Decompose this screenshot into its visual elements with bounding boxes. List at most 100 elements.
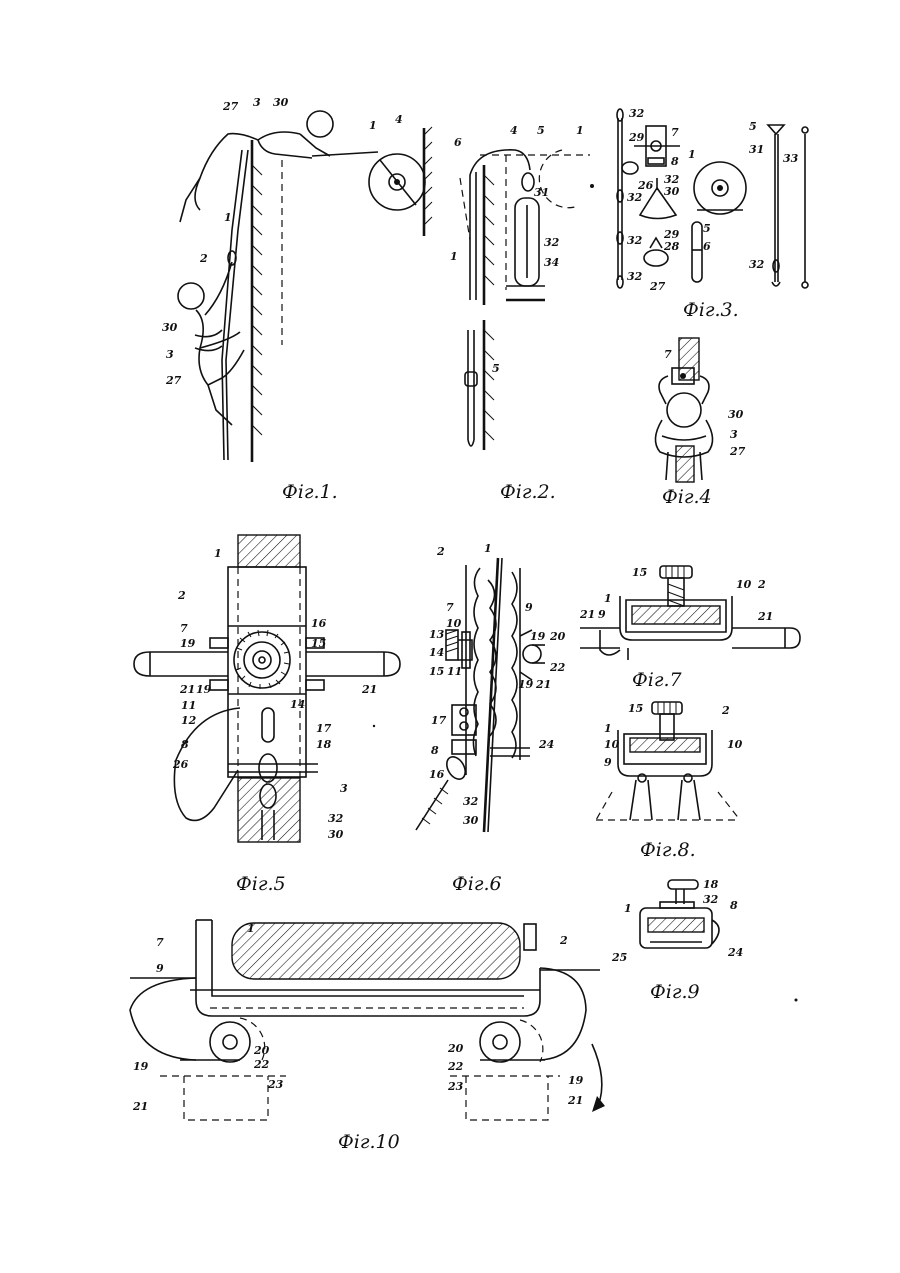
label: 8 bbox=[671, 155, 679, 168]
label: 6 bbox=[703, 240, 711, 253]
figure-4-caption: Фіг.4 bbox=[662, 486, 712, 508]
label: 30 bbox=[664, 185, 680, 198]
label: 27 bbox=[729, 445, 746, 458]
label: 30 bbox=[273, 96, 289, 109]
figure-4-labels: 7 30 3 27 Фіг.4 bbox=[662, 348, 746, 508]
label: 8 bbox=[730, 899, 738, 912]
figure-1-climbers-on-wall bbox=[178, 111, 432, 462]
label: 17 bbox=[316, 722, 332, 735]
label: 19 bbox=[180, 637, 196, 650]
label: 21 bbox=[579, 608, 595, 621]
label: 2 bbox=[559, 934, 568, 947]
label: 12 bbox=[181, 714, 197, 727]
label: 26 bbox=[172, 758, 189, 771]
figure-1-labels: 27 3 30 1 4 1 2 30 3 27 Фіг.1. bbox=[162, 96, 403, 503]
label: 7 bbox=[446, 601, 454, 614]
label: 16 bbox=[311, 617, 327, 630]
label: 23 bbox=[447, 1080, 464, 1093]
figure-9-labels: 18 32 8 1 25 24 Фіг.9 bbox=[611, 878, 743, 1003]
label: 25 bbox=[611, 951, 627, 964]
figure-6-clamp-side-section bbox=[416, 558, 545, 832]
label: 32 bbox=[703, 893, 719, 906]
label: 5 bbox=[537, 124, 545, 137]
label: 30 bbox=[328, 828, 344, 841]
figure-8-caption: Фіг.8. bbox=[640, 839, 696, 861]
figure-1-caption: Фіг.1. bbox=[282, 481, 338, 503]
label: 32 bbox=[544, 236, 560, 249]
label: 27 bbox=[222, 100, 239, 113]
label: 32 bbox=[463, 795, 479, 808]
label: 32 bbox=[627, 234, 643, 247]
label: 20 bbox=[253, 1044, 270, 1057]
label: 21 bbox=[132, 1100, 148, 1113]
label: 22 bbox=[253, 1058, 270, 1071]
label: 18 bbox=[703, 878, 719, 891]
label: 1 bbox=[224, 211, 232, 224]
label: 1 bbox=[247, 922, 255, 935]
label: 32 bbox=[328, 812, 344, 825]
label: 21 bbox=[179, 683, 195, 696]
label: 3 bbox=[166, 348, 174, 361]
label: 3 bbox=[730, 428, 738, 441]
label: 10 bbox=[727, 738, 743, 751]
label: 7 bbox=[671, 126, 679, 139]
label: 1 bbox=[604, 592, 612, 605]
label: 7 bbox=[664, 348, 672, 361]
label: 32 bbox=[627, 191, 643, 204]
figure-3-labels: 32 29 7 8 32 26 30 32 29 28 27 32 1 5 6 … bbox=[627, 107, 799, 321]
label: 32 bbox=[629, 107, 645, 120]
label: 19 bbox=[196, 683, 212, 696]
label: 1 bbox=[450, 250, 458, 263]
label: 19 bbox=[518, 678, 534, 691]
label: 27 bbox=[649, 280, 666, 293]
label: 10 bbox=[446, 617, 462, 630]
label: 34 bbox=[544, 256, 559, 269]
label: 1 bbox=[214, 547, 222, 560]
label: 15 bbox=[429, 665, 444, 678]
label: 19 bbox=[133, 1060, 149, 1073]
label: 20 bbox=[549, 630, 566, 643]
label: 21 bbox=[757, 610, 773, 623]
speck bbox=[373, 725, 375, 727]
label: 28 bbox=[663, 240, 680, 253]
label: 20 bbox=[447, 1042, 464, 1055]
figure-10-caption: Фіг.10 bbox=[338, 1131, 400, 1153]
label: 9 bbox=[598, 608, 606, 621]
figure-7-caption: Фіг.7 bbox=[632, 669, 682, 691]
label: 7 bbox=[156, 936, 164, 949]
label: 30 bbox=[162, 321, 178, 334]
label: 10 bbox=[604, 738, 620, 751]
label: 9 bbox=[604, 756, 612, 769]
label: 1 bbox=[688, 148, 696, 161]
figure-5-caption: Фіг.5 bbox=[236, 873, 286, 895]
label: 3 bbox=[253, 96, 261, 109]
label: 32 bbox=[749, 258, 765, 271]
figure-2-rope-section bbox=[460, 150, 594, 450]
label: 24 bbox=[727, 946, 743, 959]
label: 11 bbox=[447, 665, 462, 678]
label: 31 bbox=[749, 143, 764, 156]
label: 23 bbox=[267, 1078, 284, 1091]
label: 21 bbox=[567, 1094, 583, 1107]
label: 15 bbox=[311, 637, 326, 650]
label: 21 bbox=[361, 683, 377, 696]
label: 24 bbox=[538, 738, 554, 751]
label: 5 bbox=[749, 120, 757, 133]
label: 1 bbox=[576, 124, 584, 137]
label: 30 bbox=[728, 408, 744, 421]
label: 10 bbox=[736, 578, 752, 591]
label: 30 bbox=[463, 814, 479, 827]
label: 2 bbox=[436, 545, 445, 558]
figure-3-caption: Фіг.3. bbox=[683, 299, 739, 321]
label: 32 bbox=[627, 270, 643, 283]
label: 1 bbox=[369, 119, 377, 132]
label: 29 bbox=[628, 131, 645, 144]
figure-8-clamp-end-view bbox=[596, 702, 740, 820]
label: 1 bbox=[604, 722, 612, 735]
figure-10-clamp-enlarged bbox=[130, 920, 605, 1120]
label: 6 bbox=[454, 136, 462, 149]
label: 8 bbox=[181, 738, 189, 751]
label: 15 bbox=[632, 566, 647, 579]
figure-3-kit-components bbox=[617, 109, 808, 288]
